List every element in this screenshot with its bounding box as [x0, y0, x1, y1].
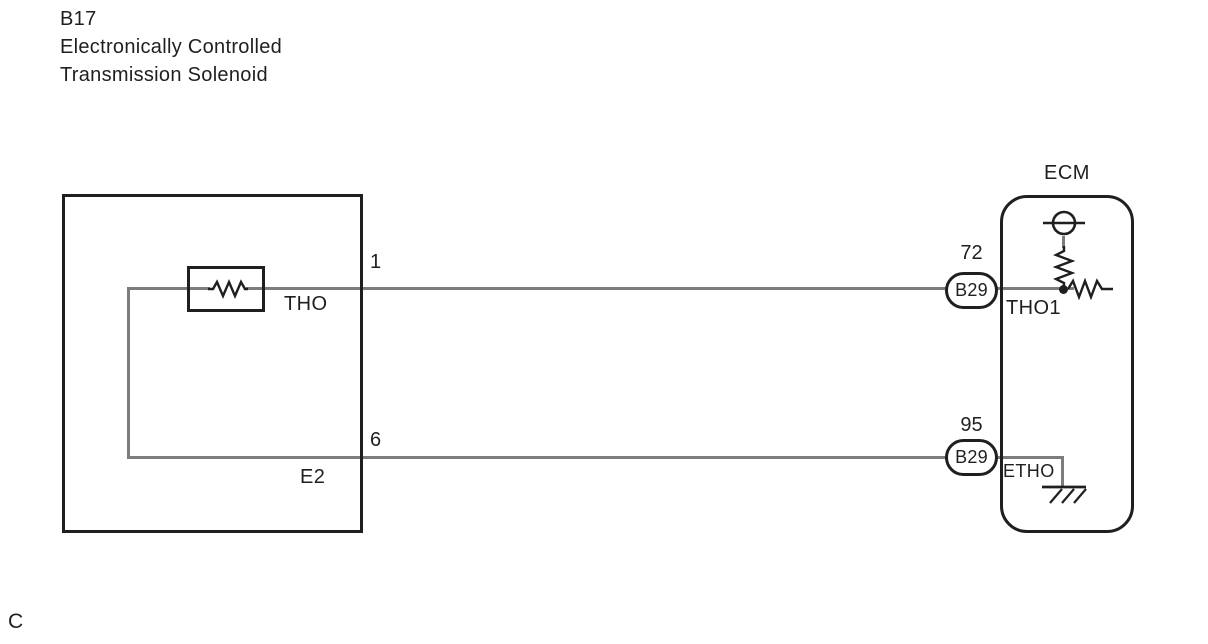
component-name-line2: Transmission Solenoid — [60, 64, 268, 86]
wire-ecm-ground-drop — [1061, 456, 1064, 487]
pin6-signal-label: E2 — [300, 466, 326, 488]
solenoid-component-box — [62, 194, 363, 533]
wire-power-stem — [1062, 236, 1065, 248]
ecm-label: ECM — [1044, 162, 1090, 184]
pin1-number: 1 — [370, 251, 382, 273]
series-resistor-icon — [1068, 278, 1113, 300]
tho1-signal-label: THO1 — [1006, 297, 1061, 319]
junction-dot — [1059, 285, 1068, 294]
component-name-line1: Electronically Controlled — [60, 36, 283, 58]
wire-tho-lead-left — [128, 287, 210, 290]
sensor-resistor-box — [187, 266, 265, 312]
connector-b29-pin72-label: B29 — [955, 280, 988, 300]
pin72-number: 72 — [960, 242, 983, 264]
wire-tho-main — [246, 287, 1074, 290]
pin95-number: 95 — [960, 414, 983, 436]
pin1-signal-label: THO — [284, 293, 328, 315]
pullup-resistor-icon — [1052, 246, 1076, 290]
connector-b29-pin72: B29 — [945, 272, 998, 309]
ground-icon — [1042, 485, 1087, 504]
wire-e2-main — [127, 456, 1064, 459]
ecm-box — [1000, 195, 1134, 533]
component-code: B17 — [60, 8, 97, 30]
page-marker: C — [8, 610, 24, 633]
connector-b29-pin95: B29 — [945, 439, 998, 476]
component-header: B17 Electronically Controlled Transmissi… — [60, 5, 282, 89]
connector-b29-pin95-label: B29 — [955, 447, 988, 467]
resistor-icon — [208, 278, 248, 300]
etho-signal-label: ETHO — [1003, 461, 1055, 481]
power-supply-icon — [1043, 210, 1085, 236]
wire-solenoid-vertical — [127, 287, 130, 459]
pin6-number: 6 — [370, 429, 382, 451]
